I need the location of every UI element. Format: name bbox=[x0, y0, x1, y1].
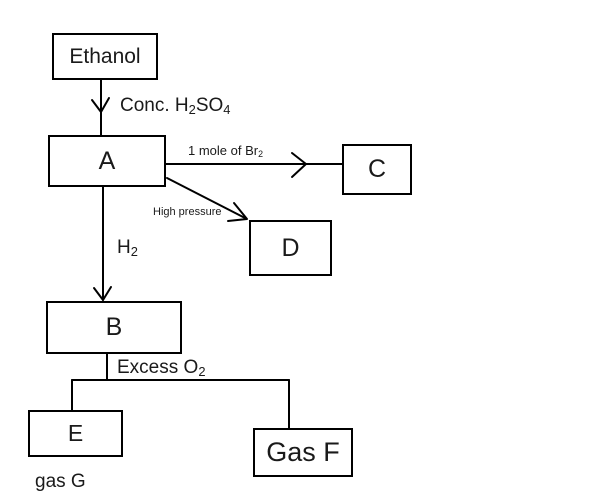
label-h2-sub: 2 bbox=[130, 244, 138, 260]
label-high-pressure: High pressure bbox=[153, 207, 221, 218]
arrowhead-a-to-c bbox=[291, 152, 307, 178]
node-b: B bbox=[46, 301, 182, 354]
label-excess-o2-sub: 2 bbox=[198, 364, 206, 380]
arrowhead-a-to-d bbox=[227, 202, 248, 222]
label-excess-o2: Excess O2 bbox=[117, 358, 206, 379]
label-conc-h2so4: Conc. H2SO4 bbox=[120, 96, 230, 117]
label-high-pressure-text: High pressure bbox=[153, 206, 222, 218]
arrowhead-ethanol-to-a bbox=[91, 97, 110, 113]
label-conc-h2so4-text: Conc. H bbox=[120, 95, 189, 116]
node-gas-f: Gas F bbox=[253, 428, 353, 477]
label-excess-o2-text: Excess O bbox=[117, 357, 199, 378]
arrowhead-a-to-b bbox=[93, 286, 112, 301]
node-c: C bbox=[342, 144, 412, 195]
node-ethanol-label: Ethanol bbox=[69, 44, 141, 68]
label-conc-h2so4-sub4: 4 bbox=[223, 102, 231, 118]
node-d: D bbox=[249, 220, 332, 276]
node-a-label: A bbox=[98, 146, 116, 175]
label-conc-h2so4-so: SO bbox=[195, 95, 224, 116]
node-a: A bbox=[48, 135, 166, 187]
label-br2-sub: 2 bbox=[258, 149, 264, 160]
label-br2-text: 1 mole of Br bbox=[188, 143, 259, 158]
label-conc-h2so4-sub2: 2 bbox=[188, 102, 196, 118]
label-br2: 1 mole of Br2 bbox=[188, 144, 263, 159]
node-b-label: B bbox=[105, 313, 123, 341]
label-gas-g: gas G bbox=[35, 472, 86, 491]
node-d-label: D bbox=[281, 233, 300, 262]
node-gas-f-label: Gas F bbox=[266, 437, 340, 467]
node-e-label: E bbox=[67, 420, 84, 446]
label-h2: H2 bbox=[117, 238, 138, 259]
arrow-a-to-d bbox=[166, 177, 246, 219]
label-gas-g-text: gas G bbox=[35, 471, 86, 492]
node-e: E bbox=[28, 410, 123, 457]
label-h2-text: H bbox=[117, 237, 131, 258]
node-ethanol: Ethanol bbox=[52, 33, 158, 80]
node-c-label: C bbox=[367, 155, 387, 183]
